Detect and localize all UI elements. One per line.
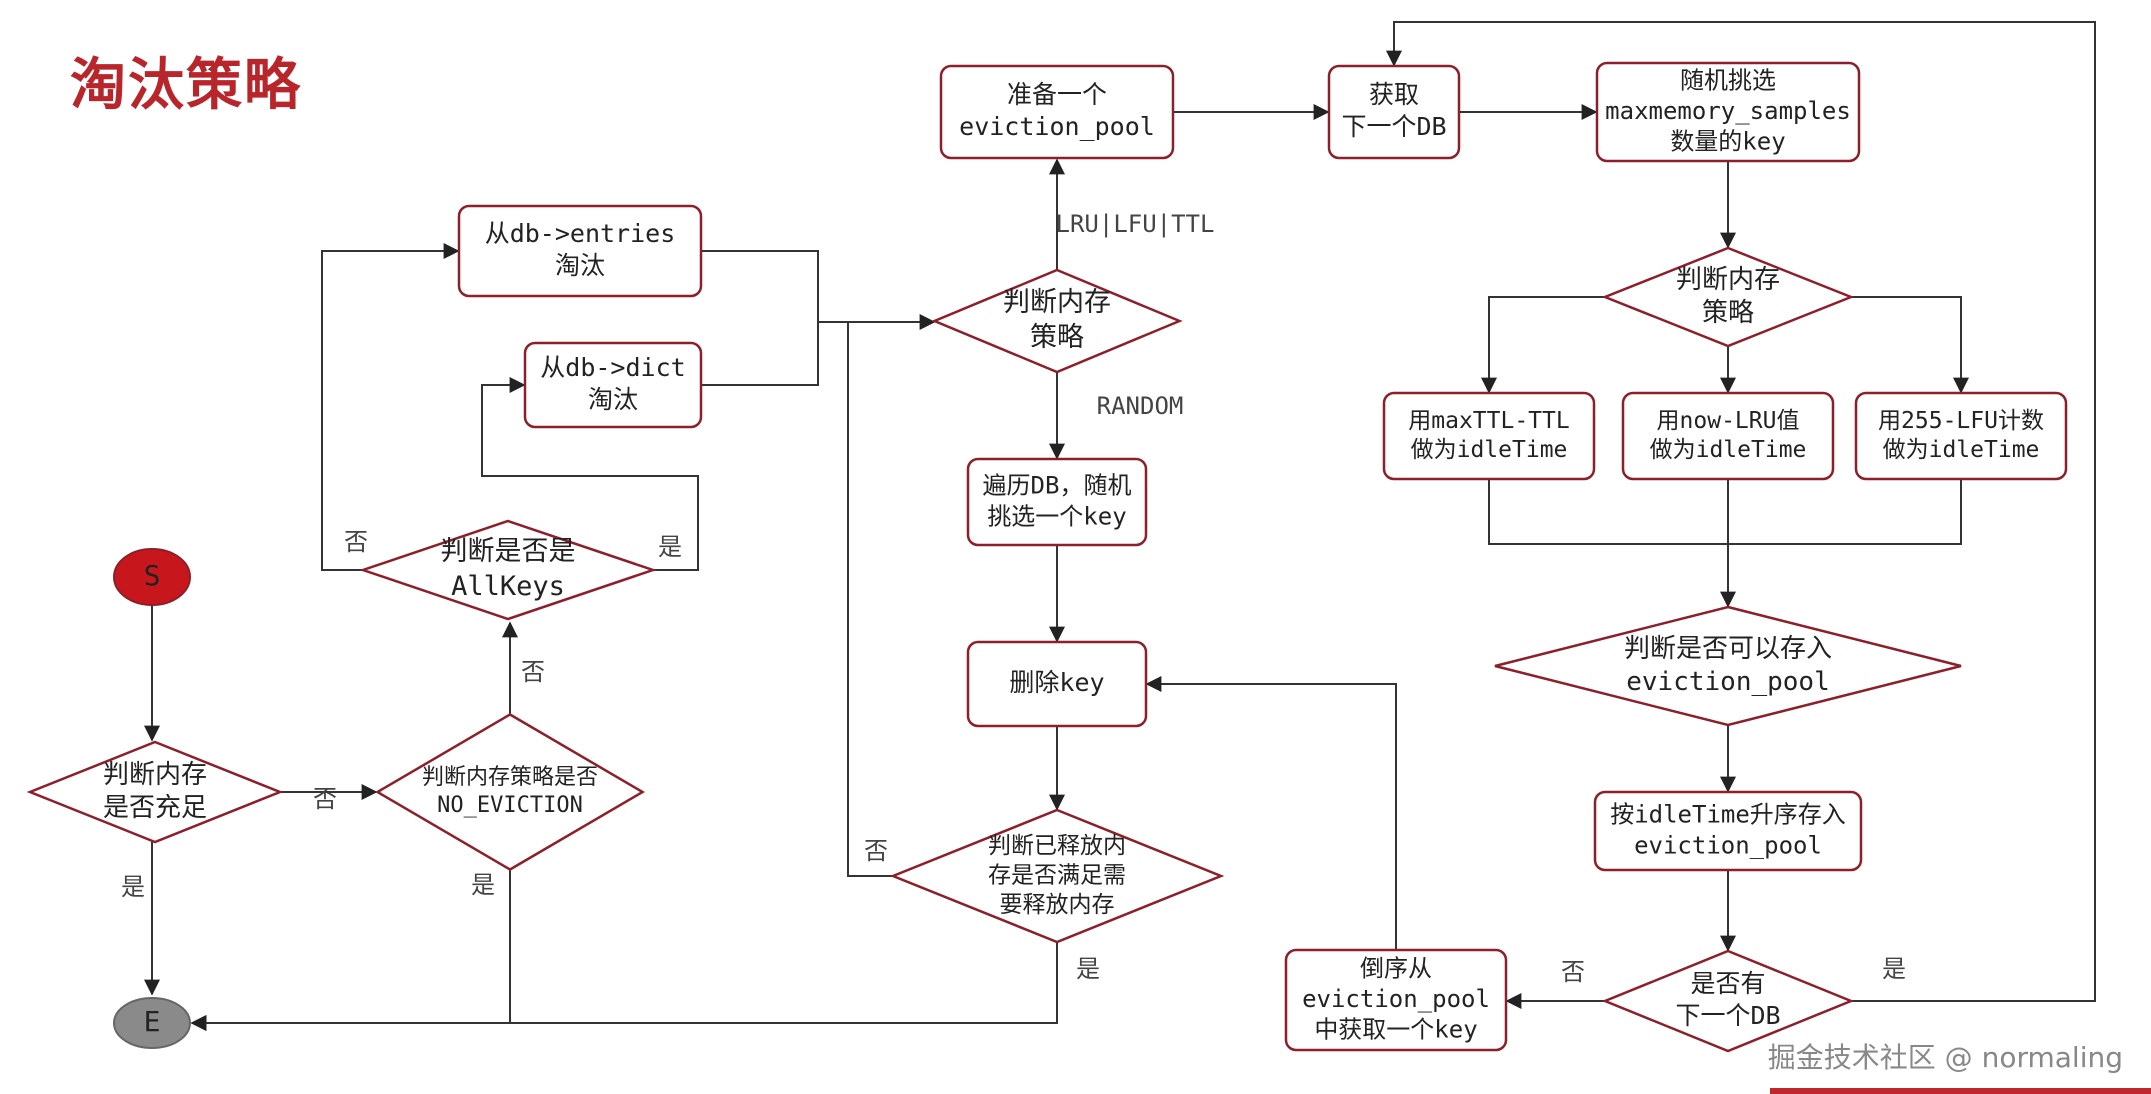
node-text: 判断内存策略是否 [422,765,598,790]
node-text: 做为idleTime [1883,437,2040,463]
connector-10 [847,322,893,877]
node-text: 获取 [1369,80,1419,109]
node-text: 从db->entries [485,219,676,248]
edge-label-no-2: 否 [521,658,545,686]
node-text: 用now-LRU值 [1657,408,1800,434]
edge-label-no-1: 否 [313,785,337,813]
node-text: maxmemory_samples [1605,97,1851,125]
node-check-allkeys: 判断是否是 AllKeys [359,519,657,621]
connector-7 [481,377,699,571]
node-text: AllKeys [451,571,565,602]
edge-label-yes-5: 是 [1882,955,1906,983]
node-text: 判断已释放内 [988,833,1126,859]
node-text: 按idleTime升序存入 [1610,801,1846,829]
node-prepare-pool: 准备一个 eviction_pool [939,64,1175,160]
connector-9 [701,314,936,386]
node-text: 是否充足 [103,793,207,823]
edge-label-yes-2: 是 [471,871,495,899]
connector-27 [1145,676,1397,950]
node-text: S [144,559,161,592]
node-text: eviction_pool [1626,667,1830,697]
node-text: 判断内存 [103,760,207,790]
edge-label-no-4: 否 [864,837,888,865]
node-text: 判断是否是 [441,536,576,567]
node-text: 随机挑选 [1680,66,1776,94]
node-check-policy2: 判断内存策略 [1601,246,1855,348]
node-text: eviction_pool [1634,831,1822,859]
node-text: 删除key [1009,668,1104,697]
node-text: 做为idleTime [1411,437,1568,463]
edge-label-no-3: 否 [344,528,368,556]
connector-22 [1488,479,1962,545]
connector-19 [1481,296,1605,394]
node-text: 倒序从 [1360,954,1432,982]
node-start: S [113,548,191,606]
node-text: 淘汰 [588,385,638,414]
edge-label-yes-1: 是 [121,873,145,901]
node-delete-key: 删除key [966,640,1148,728]
node-check-no-eviction: 判断内存策略是否 NO_EVICTION [375,713,645,871]
node-check-policy: 判断内存策略 [931,268,1183,374]
bottom-accent-bar [1770,1088,2151,1094]
connector-8 [701,250,819,322]
node-end: E [113,997,191,1049]
watermark: 掘金技术社区 @ normaling [1767,1041,2123,1074]
node-text: 遍历DB，随机 [983,472,1132,500]
edge-label-random: RANDOM [1097,392,1184,420]
connector-6 [321,243,460,571]
connector-4 [190,870,511,1031]
connector-21 [1851,296,1969,394]
edge-label-yes-4: 是 [1076,955,1100,983]
node-text: 淘汰 [555,251,605,280]
node-text: 挑选一个key [987,502,1126,530]
node-text: 准备一个 [1007,80,1107,109]
node-text: eviction_pool [959,112,1155,141]
node-text: 策略 [1030,322,1084,353]
node-text: 判断内存 [1003,287,1111,318]
node-from-entries: 从db->entries 淘汰 [457,204,703,298]
node-text: 中获取一个key [1314,1016,1477,1044]
node-text: 策略 [1702,298,1754,328]
node-text: 下一个DB [1341,112,1446,141]
node-text: 判断内存 [1676,265,1780,295]
connector-28 [1386,21,2096,1002]
node-text: eviction_pool [1302,985,1490,1013]
node-text: 用255-LFU计数 [1878,408,2044,434]
node-text: 下一个DB [1675,1001,1780,1030]
connector-15 [190,942,1058,1031]
edge-label-yes-3: 是 [658,533,682,561]
node-text: 是否有 [1690,969,1765,998]
node-pop-pool: 倒序从 eviction_pool 中获取一个key [1284,948,1508,1052]
edge-label-lru-lfu-ttl: LRU|LFU|TTL [1056,210,1215,238]
node-text: 做为idleTime [1650,437,1807,463]
node-text: 用maxTTL-TTL [1408,408,1569,434]
node-text: 存是否满足需 [988,863,1126,889]
node-text: 从db->dict [540,353,685,382]
node-text: NO_EVICTION [437,793,583,818]
node-text: 要释放内存 [1000,892,1115,918]
node-text: 判断是否可以存入 [1624,634,1832,664]
edge-label-no-5: 否 [1561,958,1585,986]
node-from-dict: 从db->dict 淘汰 [523,341,703,429]
page-title: 淘汰策略 [70,53,302,118]
node-ttl-idle: 用maxTTL-TTL 做为idleTime [1382,391,1596,481]
node-sample-keys: 随机挑选 maxmemory_samples 数量的key [1595,61,1861,163]
node-text: 数量的key [1670,128,1785,156]
node-text: E [144,1005,161,1038]
